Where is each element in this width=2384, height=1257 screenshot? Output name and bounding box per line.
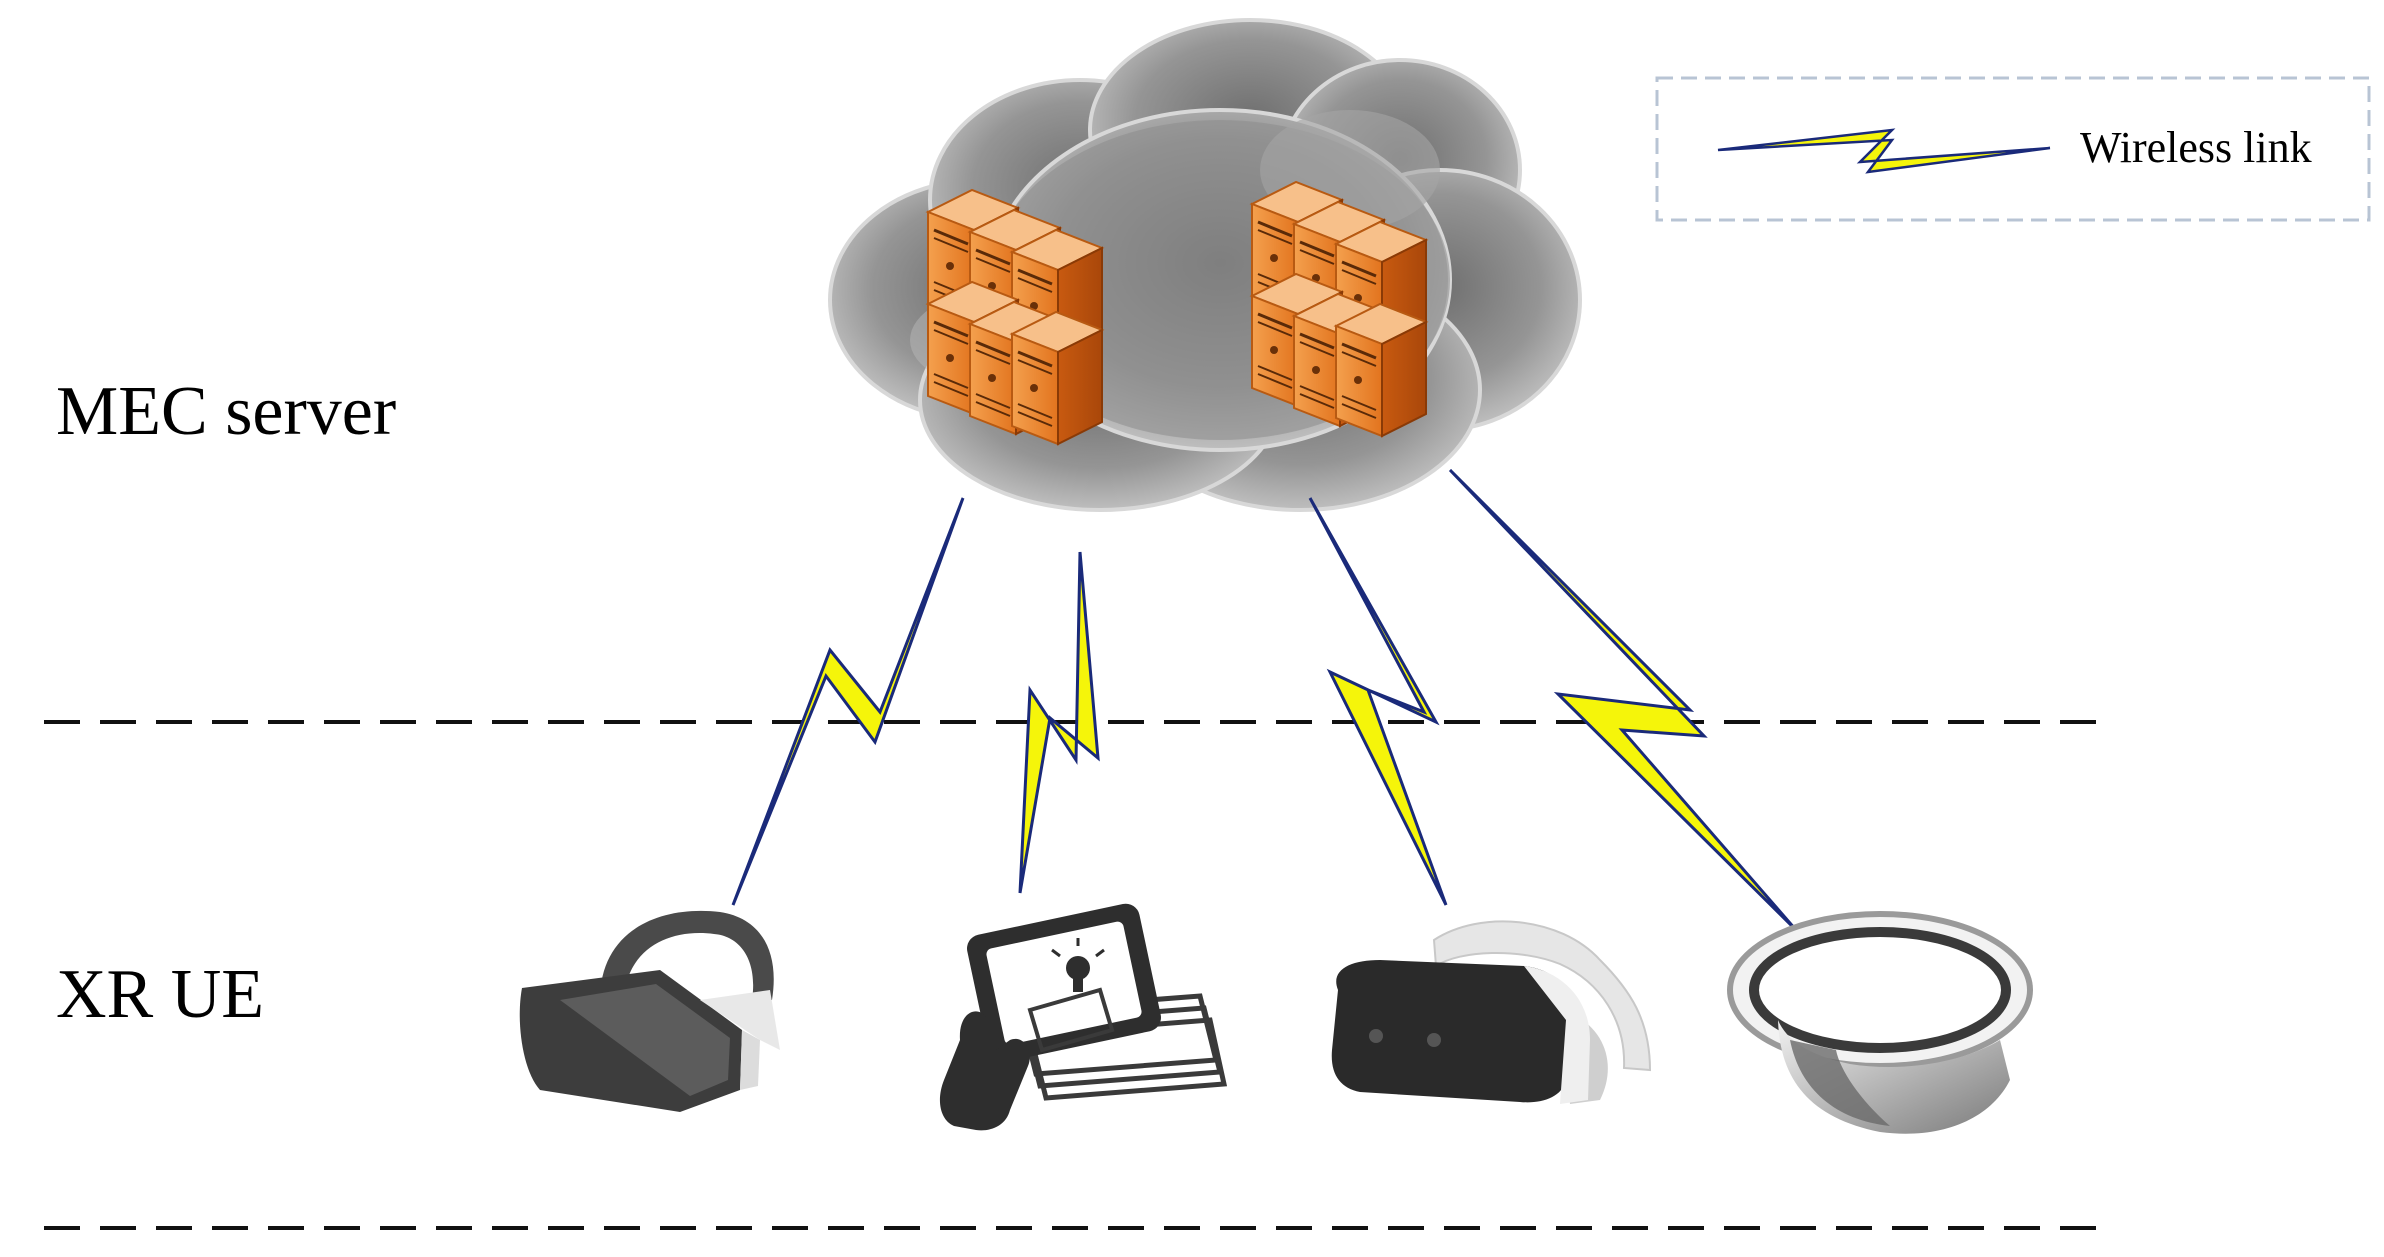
xr-ue-label: XR UE (56, 956, 265, 1033)
wireless-link-2 (1018, 551, 1100, 894)
legend-label: Wireless link (2080, 123, 2312, 172)
mr-headset-icon (1331, 920, 1652, 1104)
legend (1655, 76, 2371, 222)
legend-border (1655, 76, 2371, 222)
wireless-link-3 (1308, 497, 1448, 906)
vr-headset-icon (519, 910, 780, 1112)
ar-glasses-icon (1727, 911, 2033, 1134)
mec-server-label: MEC server (56, 373, 397, 450)
wireless-link-1 (731, 497, 965, 906)
tablet-ar-icon (939, 903, 1228, 1131)
legend-bolt-icon (1717, 128, 2051, 174)
wireless-link-4 (1448, 468, 1798, 932)
